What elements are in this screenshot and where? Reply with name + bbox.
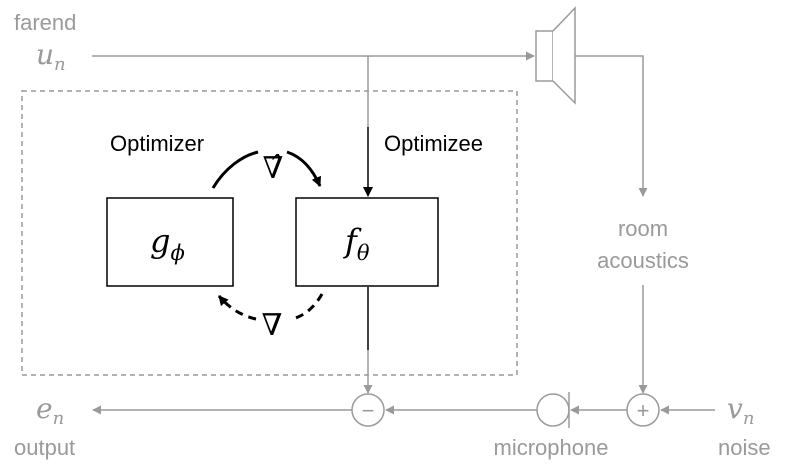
optimizee-box <box>295 197 439 287</box>
adaptive-filter-boundary <box>21 90 518 376</box>
nabla-hat-symbol: ∇̂ <box>263 151 284 186</box>
e-n-label: en <box>36 392 64 429</box>
optimizer-label: Optimizer <box>110 131 204 156</box>
true-gradient-arrow <box>291 293 324 321</box>
u-n-label: un <box>36 38 66 75</box>
room-label: room <box>618 216 668 241</box>
plus-sign: + <box>637 398 650 423</box>
farend-label: farend <box>14 10 76 35</box>
minus-sign: − <box>362 398 375 423</box>
v-n-label: vn <box>727 392 754 429</box>
optimizer-box <box>106 197 234 287</box>
acoustics-label: acoustics <box>597 248 689 273</box>
microphone-icon <box>536 392 570 428</box>
g-phi-label: gϕ <box>150 222 185 265</box>
optimizee-label: Optimizee <box>384 131 483 156</box>
nabla-symbol: ∇ <box>262 308 283 343</box>
estimated-gradient-arrow <box>211 150 259 189</box>
speaker-to-room-line <box>575 55 648 197</box>
loudspeaker-icon <box>535 6 576 105</box>
noise-label: noise <box>718 435 771 460</box>
microphone-label: microphone <box>494 435 609 460</box>
output-label: output <box>14 435 75 460</box>
